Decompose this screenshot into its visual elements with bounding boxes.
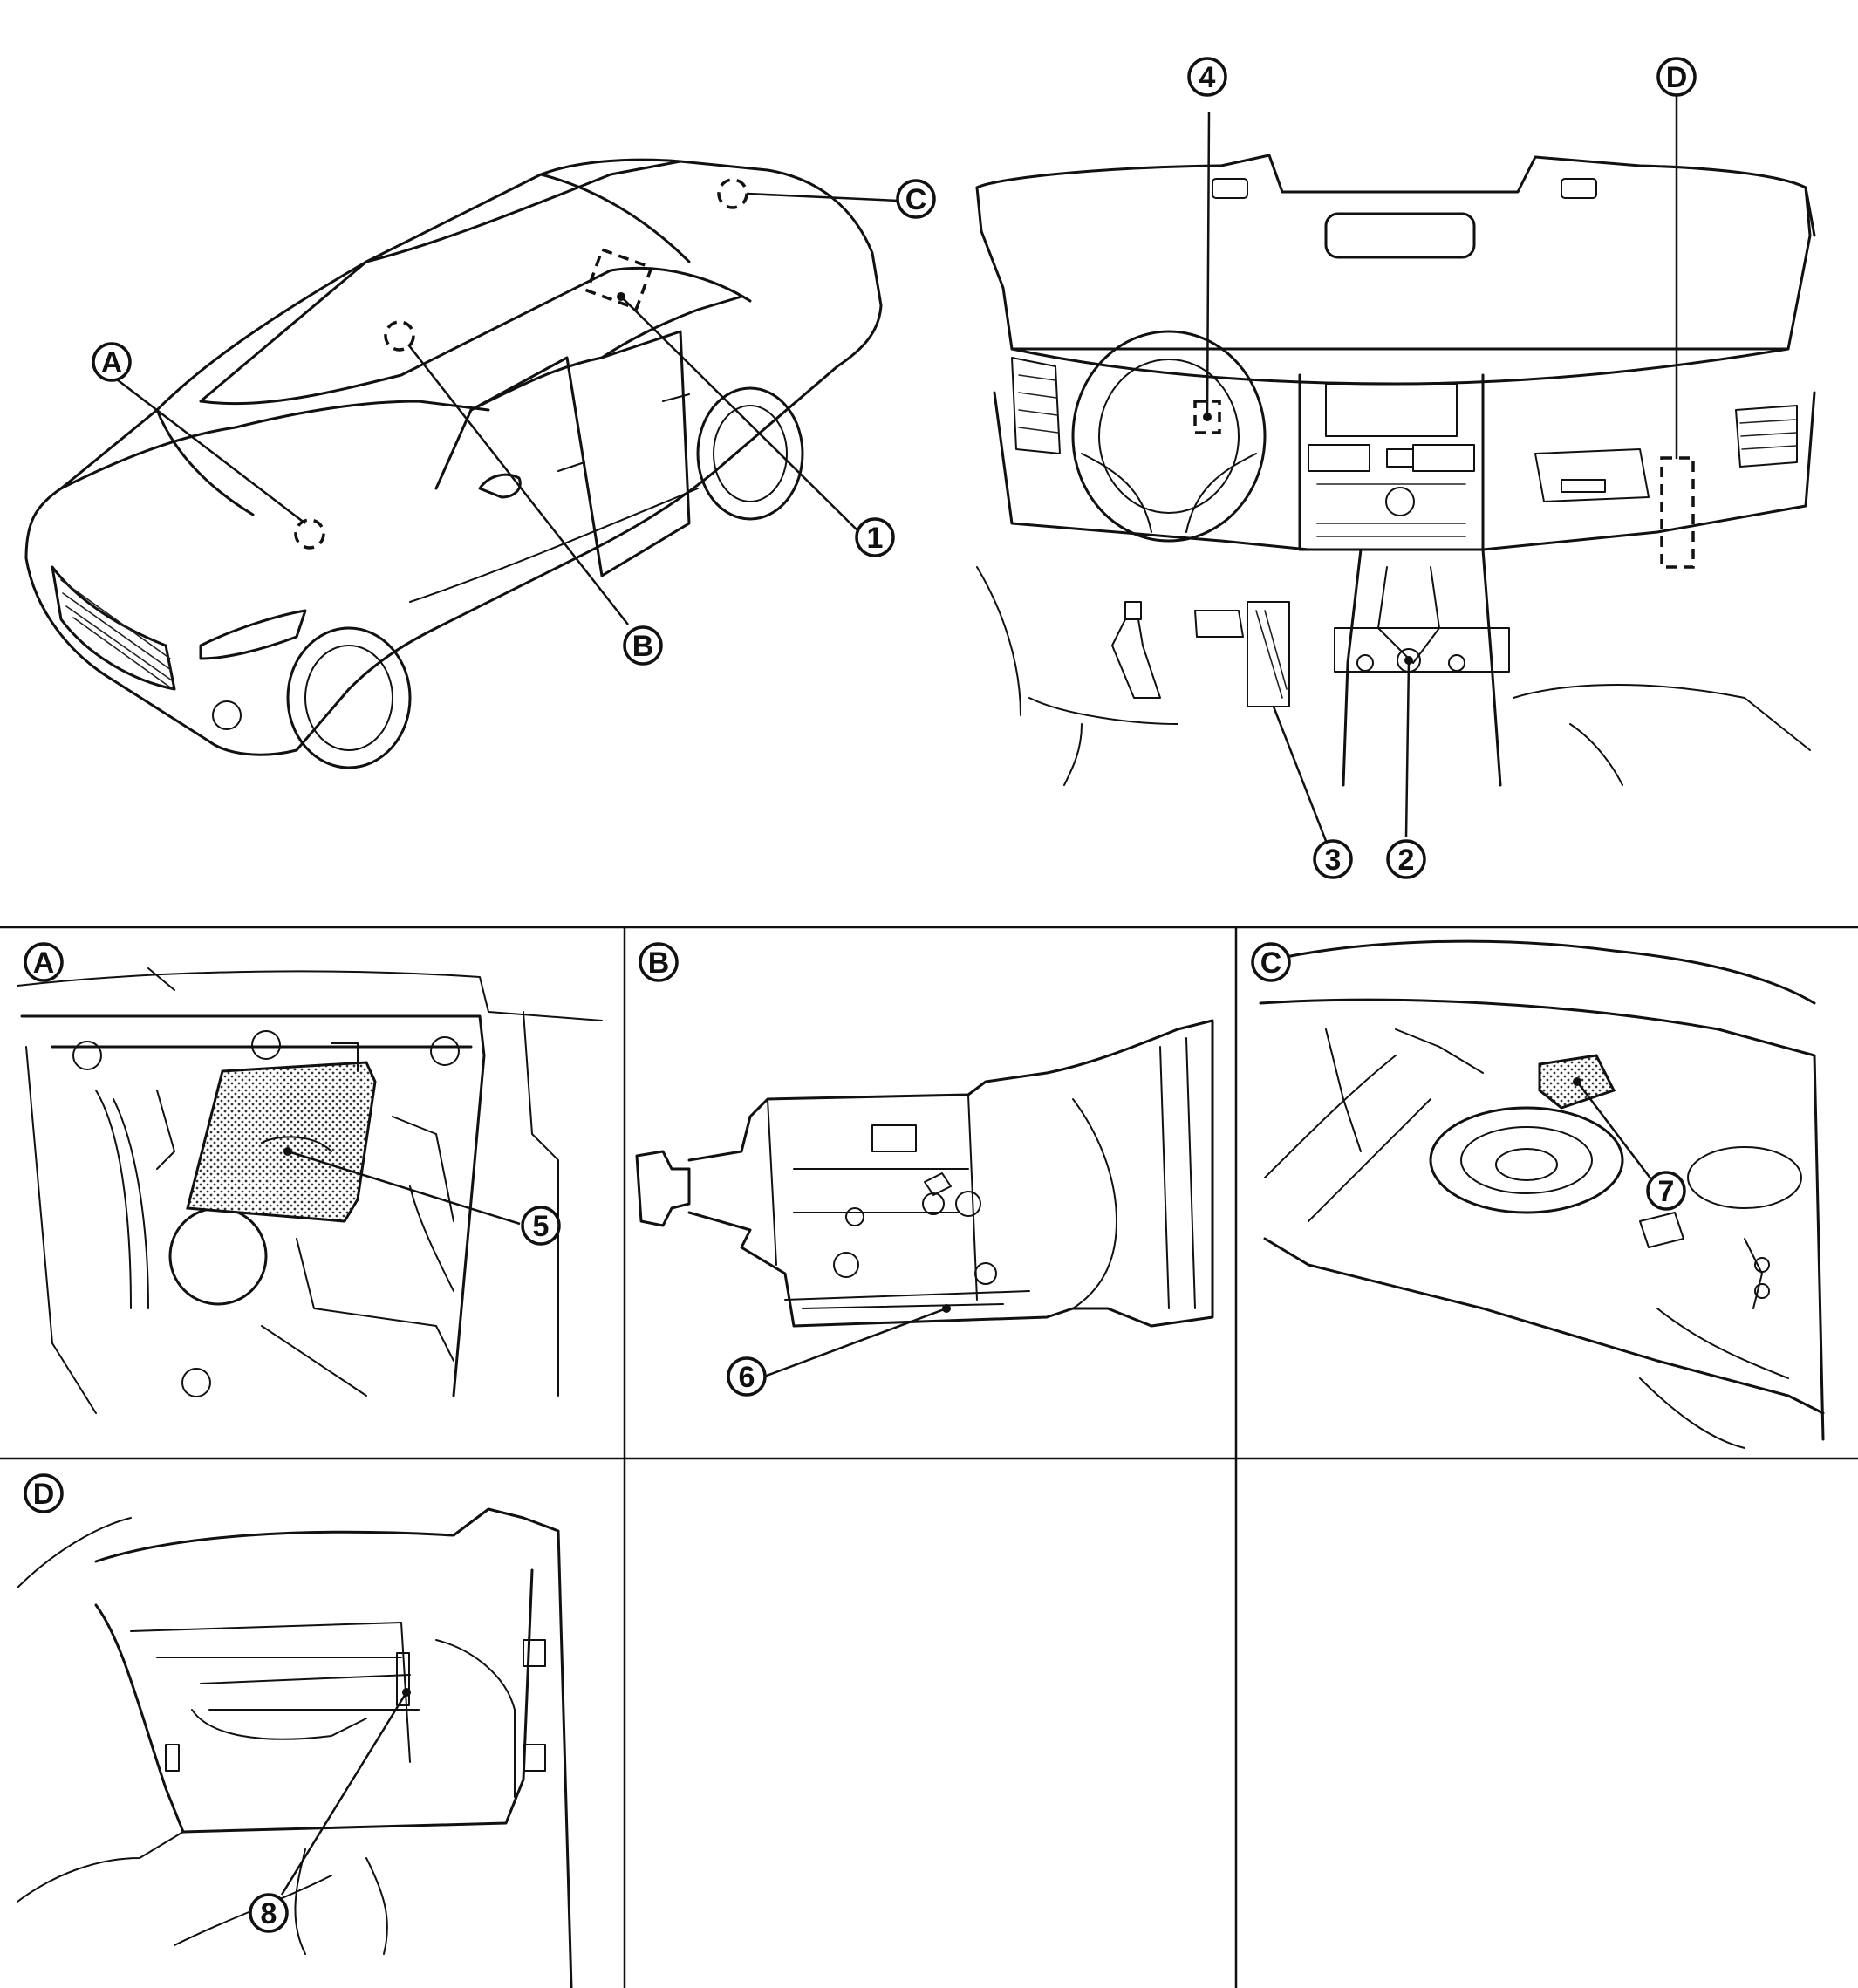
panel-a-label: A [24,942,64,982]
callout-2-dashboard: 2 [1386,839,1426,879]
callout-3-dashboard: 3 [1313,839,1353,879]
panel-c-label: C [1251,942,1291,982]
detail-panel-d [17,1507,573,1988]
panel-d-label: D [24,1473,64,1513]
svg-text:2: 2 [1398,844,1415,877]
callout-5-ecm: 5 [521,1206,561,1246]
detail-panel-a [17,967,603,1414]
callout-a-overview: A [92,342,132,382]
svg-text:C: C [1260,946,1282,980]
svg-text:B: B [648,946,670,980]
detail-panel-c [1259,939,1825,1449]
car-overview-illustration [24,158,899,769]
callout-6-tcm: 6 [727,1356,767,1397]
svg-text:1: 1 [867,522,884,555]
svg-text:7: 7 [1658,1175,1675,1208]
callout-8-glove-box-unit: 8 [249,1893,289,1933]
svg-text:D: D [1666,61,1688,94]
svg-text:A: A [33,946,55,980]
callout-7-trunk-unit: 7 [1646,1171,1686,1211]
svg-text:5: 5 [533,1210,550,1243]
panel-b-label: B [639,942,679,982]
callout-1-overview: 1 [855,517,895,557]
detail-panel-b [635,1019,1214,1328]
svg-text:6: 6 [739,1361,755,1394]
callout-d-dashboard: D [1656,57,1697,97]
callout-4-dashboard: 4 [1187,57,1227,97]
dashboard-illustration [975,154,1816,787]
svg-text:B: B [632,630,654,663]
svg-text:C: C [905,183,927,216]
svg-text:D: D [33,1478,55,1511]
svg-text:A: A [101,346,123,379]
callout-b-overview: B [623,625,663,666]
svg-text:3: 3 [1325,844,1342,877]
detail-grid [0,926,1858,1988]
svg-text:8: 8 [261,1897,277,1930]
svg-text:4: 4 [1199,61,1216,94]
callout-c-overview: C [896,179,936,219]
